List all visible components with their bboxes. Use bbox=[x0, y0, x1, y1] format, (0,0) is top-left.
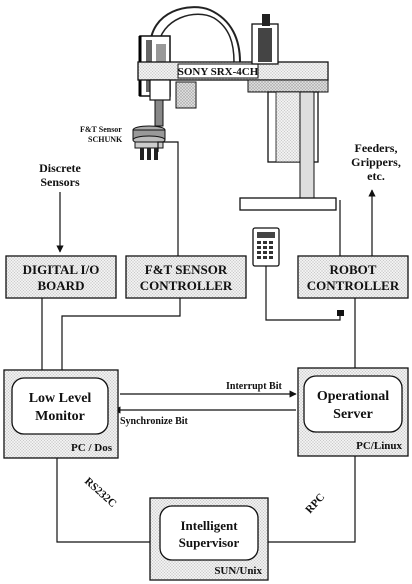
operational-server-subtitle: Server bbox=[333, 407, 373, 422]
intelligent-supervisor-box: Intelligent Supervisor SUN/Unix bbox=[149, 497, 269, 581]
feeders-label: Feeders, bbox=[355, 141, 398, 155]
pendant-port-icon bbox=[337, 310, 344, 316]
low-level-monitor-title: Low Level bbox=[29, 391, 92, 406]
digital-io-title: DIGITAL I/O bbox=[23, 262, 100, 277]
digital-io-board-box: DIGITAL I/O BOARD bbox=[5, 255, 117, 299]
operational-server-title: Operational bbox=[317, 389, 389, 404]
low-level-monitor-subtitle: Monitor bbox=[35, 409, 85, 424]
robot-model-label: SONY SRX-4CH bbox=[178, 66, 259, 78]
schunk-label: SCHUNK bbox=[88, 135, 123, 144]
discrete-sensors-label-2: Sensors bbox=[40, 175, 80, 189]
low-level-monitor-platform: PC / Dos bbox=[71, 442, 113, 454]
robot-cable-icon bbox=[157, 13, 235, 63]
robot-cable-icon bbox=[149, 6, 241, 63]
interrupt-bit-label: Interrupt Bit bbox=[226, 381, 283, 392]
ft-controller-title: F&T SENSOR bbox=[145, 262, 228, 277]
rpc-label: RPC bbox=[303, 491, 327, 516]
connection-lines bbox=[41, 141, 376, 543]
scara-robot-illustration: SONY SRX-4CH F&T Sensor SCHUNK bbox=[80, 6, 337, 211]
ft-sensor-controller-box: F&T SENSOR CONTROLLER bbox=[125, 255, 247, 299]
low-level-monitor-box: Low Level Monitor PC / Dos bbox=[3, 369, 119, 459]
intelligent-supervisor-title: Intelligent bbox=[180, 518, 238, 533]
digital-io-subtitle: BOARD bbox=[38, 278, 85, 293]
robot-controller-subtitle: CONTROLLER bbox=[307, 278, 400, 293]
robot-controller-title: ROBOT bbox=[330, 262, 377, 277]
ft-controller-subtitle: CONTROLLER bbox=[140, 278, 233, 293]
etc-label: etc. bbox=[367, 169, 385, 183]
synchronize-bit-label: Synchronize Bit bbox=[120, 416, 189, 427]
teach-pendant-icon bbox=[252, 227, 280, 267]
grippers-label: Grippers, bbox=[351, 155, 401, 169]
discrete-sensors-label: Discrete bbox=[39, 161, 81, 175]
ft-sensor-label: F&T Sensor bbox=[80, 125, 122, 134]
operational-server-platform: PC/Linux bbox=[356, 440, 402, 452]
intelligent-supervisor-platform: SUN/Unix bbox=[214, 565, 262, 577]
rs232c-label: RS232C bbox=[82, 475, 119, 510]
ft-sensor-icon bbox=[132, 125, 166, 160]
operational-server-box: Operational Server PC/Linux bbox=[297, 367, 409, 457]
intelligent-supervisor-subtitle: Supervisor bbox=[179, 535, 240, 550]
robot-controller-box: ROBOT CONTROLLER bbox=[297, 255, 409, 316]
